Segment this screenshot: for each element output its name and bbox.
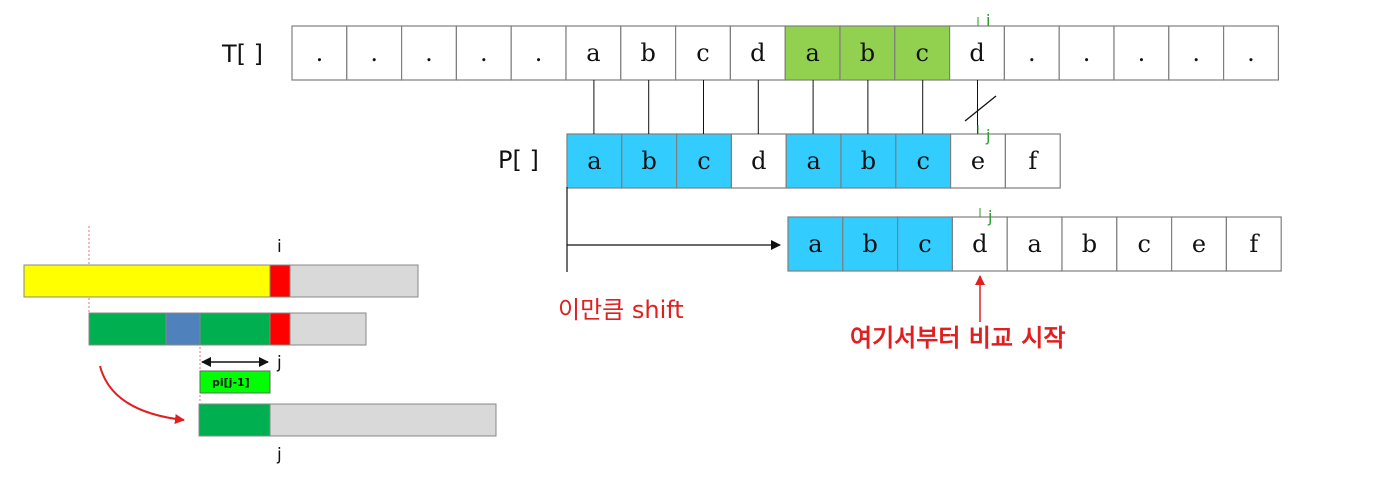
compare-caption: 여기서부터 비교 시작	[850, 324, 1065, 352]
text-cell	[674, 25, 731, 81]
text-cell	[894, 25, 951, 81]
text-cell	[401, 25, 458, 81]
schematic-pattern-mismatch	[269, 312, 291, 346]
text-cell	[291, 25, 348, 81]
pattern-cell-char: a	[587, 147, 601, 175]
text-cell-char: .	[1247, 39, 1255, 67]
pi-label: pi[j-1]	[212, 376, 250, 389]
text-cell-char: .	[535, 39, 543, 67]
text-cell-char: .	[316, 39, 324, 67]
text-cell	[346, 25, 403, 81]
schematic-text-mismatch	[269, 264, 291, 298]
shifted-cell-char: b	[1082, 230, 1097, 258]
shifted-cell	[1061, 216, 1118, 272]
pattern-cell-char: a	[806, 147, 820, 175]
shifted-cell	[896, 216, 953, 272]
schematic-pattern-middle	[165, 312, 201, 346]
text-cell	[1113, 25, 1170, 81]
text-cell	[1168, 25, 1225, 81]
text-cell-char: .	[1083, 39, 1091, 67]
pi-label-box	[199, 370, 271, 394]
pattern-array-label: P[ ]	[498, 146, 539, 174]
schematic-marker-j-lower: j	[276, 445, 282, 465]
shifted-cell-char: b	[863, 230, 878, 258]
text-cell-char: .	[1138, 39, 1146, 67]
text-cell-char: d	[969, 39, 984, 67]
pattern-cell-char: e	[971, 147, 985, 175]
pattern-cell	[730, 133, 787, 189]
shifted-cell-char: a	[808, 230, 822, 258]
schematic-shifted-prefix	[198, 403, 271, 437]
schematic-pattern-suffix	[199, 312, 271, 346]
text-cell	[784, 25, 841, 81]
text-cell	[1003, 25, 1060, 81]
text-cell-char: .	[480, 39, 488, 67]
marker-j-shifted: j	[987, 207, 992, 226]
text-cell-char: c	[696, 39, 709, 67]
pattern-cell-char: b	[861, 147, 876, 175]
pattern-cell	[895, 133, 952, 189]
shifted-cell-char: f	[1249, 230, 1260, 258]
shifted-cell	[1225, 216, 1282, 272]
schematic-text-rest	[289, 264, 419, 298]
shifted-cell-char: e	[1192, 230, 1206, 258]
shifted-cell	[1116, 216, 1173, 272]
text-cell	[1222, 25, 1279, 81]
match-connectors	[593, 80, 978, 134]
pattern-cell-char: f	[1028, 147, 1039, 175]
text-cell-char: b	[641, 39, 656, 67]
shift-caption: 이만큼 shift	[558, 296, 684, 324]
marker-i: i	[986, 11, 990, 30]
shifted-cell	[1006, 216, 1063, 272]
text-array-label: T[ ]	[221, 40, 263, 68]
pattern-cell-char: c	[697, 147, 710, 175]
shifted-cell-char: c	[918, 230, 931, 258]
pattern-cell-char: c	[916, 147, 929, 175]
schematic-marker-j-upper: j	[276, 353, 282, 373]
marker-j-pattern: j	[985, 126, 990, 145]
text-array-row: ..... a b c d a b c d.....	[291, 25, 1279, 81]
pattern-cell-char: d	[751, 147, 766, 175]
schematic-shifted-rest	[269, 403, 497, 437]
pattern-cell	[785, 133, 842, 189]
text-cell-char: a	[805, 39, 819, 67]
mismatch-slash	[964, 95, 997, 122]
schematic-text-matched	[23, 264, 271, 298]
text-cell	[510, 25, 567, 81]
schematic-marker-i: i	[277, 237, 282, 257]
text-cell-char: d	[750, 39, 765, 67]
schematic-shift-curve	[99, 365, 185, 424]
shifted-cell-char: c	[1137, 230, 1150, 258]
pattern-cell	[566, 133, 623, 189]
text-cell-char: .	[1192, 39, 1200, 67]
text-cell-char: .	[1028, 39, 1036, 67]
text-cell-char: b	[860, 39, 875, 67]
text-cell	[565, 25, 622, 81]
text-cell-char: .	[425, 39, 433, 67]
text-cell-char: c	[915, 39, 928, 67]
schematic-pattern-prefix	[88, 312, 167, 346]
shifted-cell-char: a	[1027, 230, 1041, 258]
pattern-cell-char: b	[642, 147, 657, 175]
shifted-cell	[787, 216, 844, 272]
text-cell-char: a	[586, 39, 600, 67]
schematic-pattern-rest	[289, 312, 367, 346]
shifted-cell-char: d	[972, 230, 987, 258]
text-cell-char: .	[370, 39, 378, 67]
pattern-cell	[1004, 133, 1061, 189]
